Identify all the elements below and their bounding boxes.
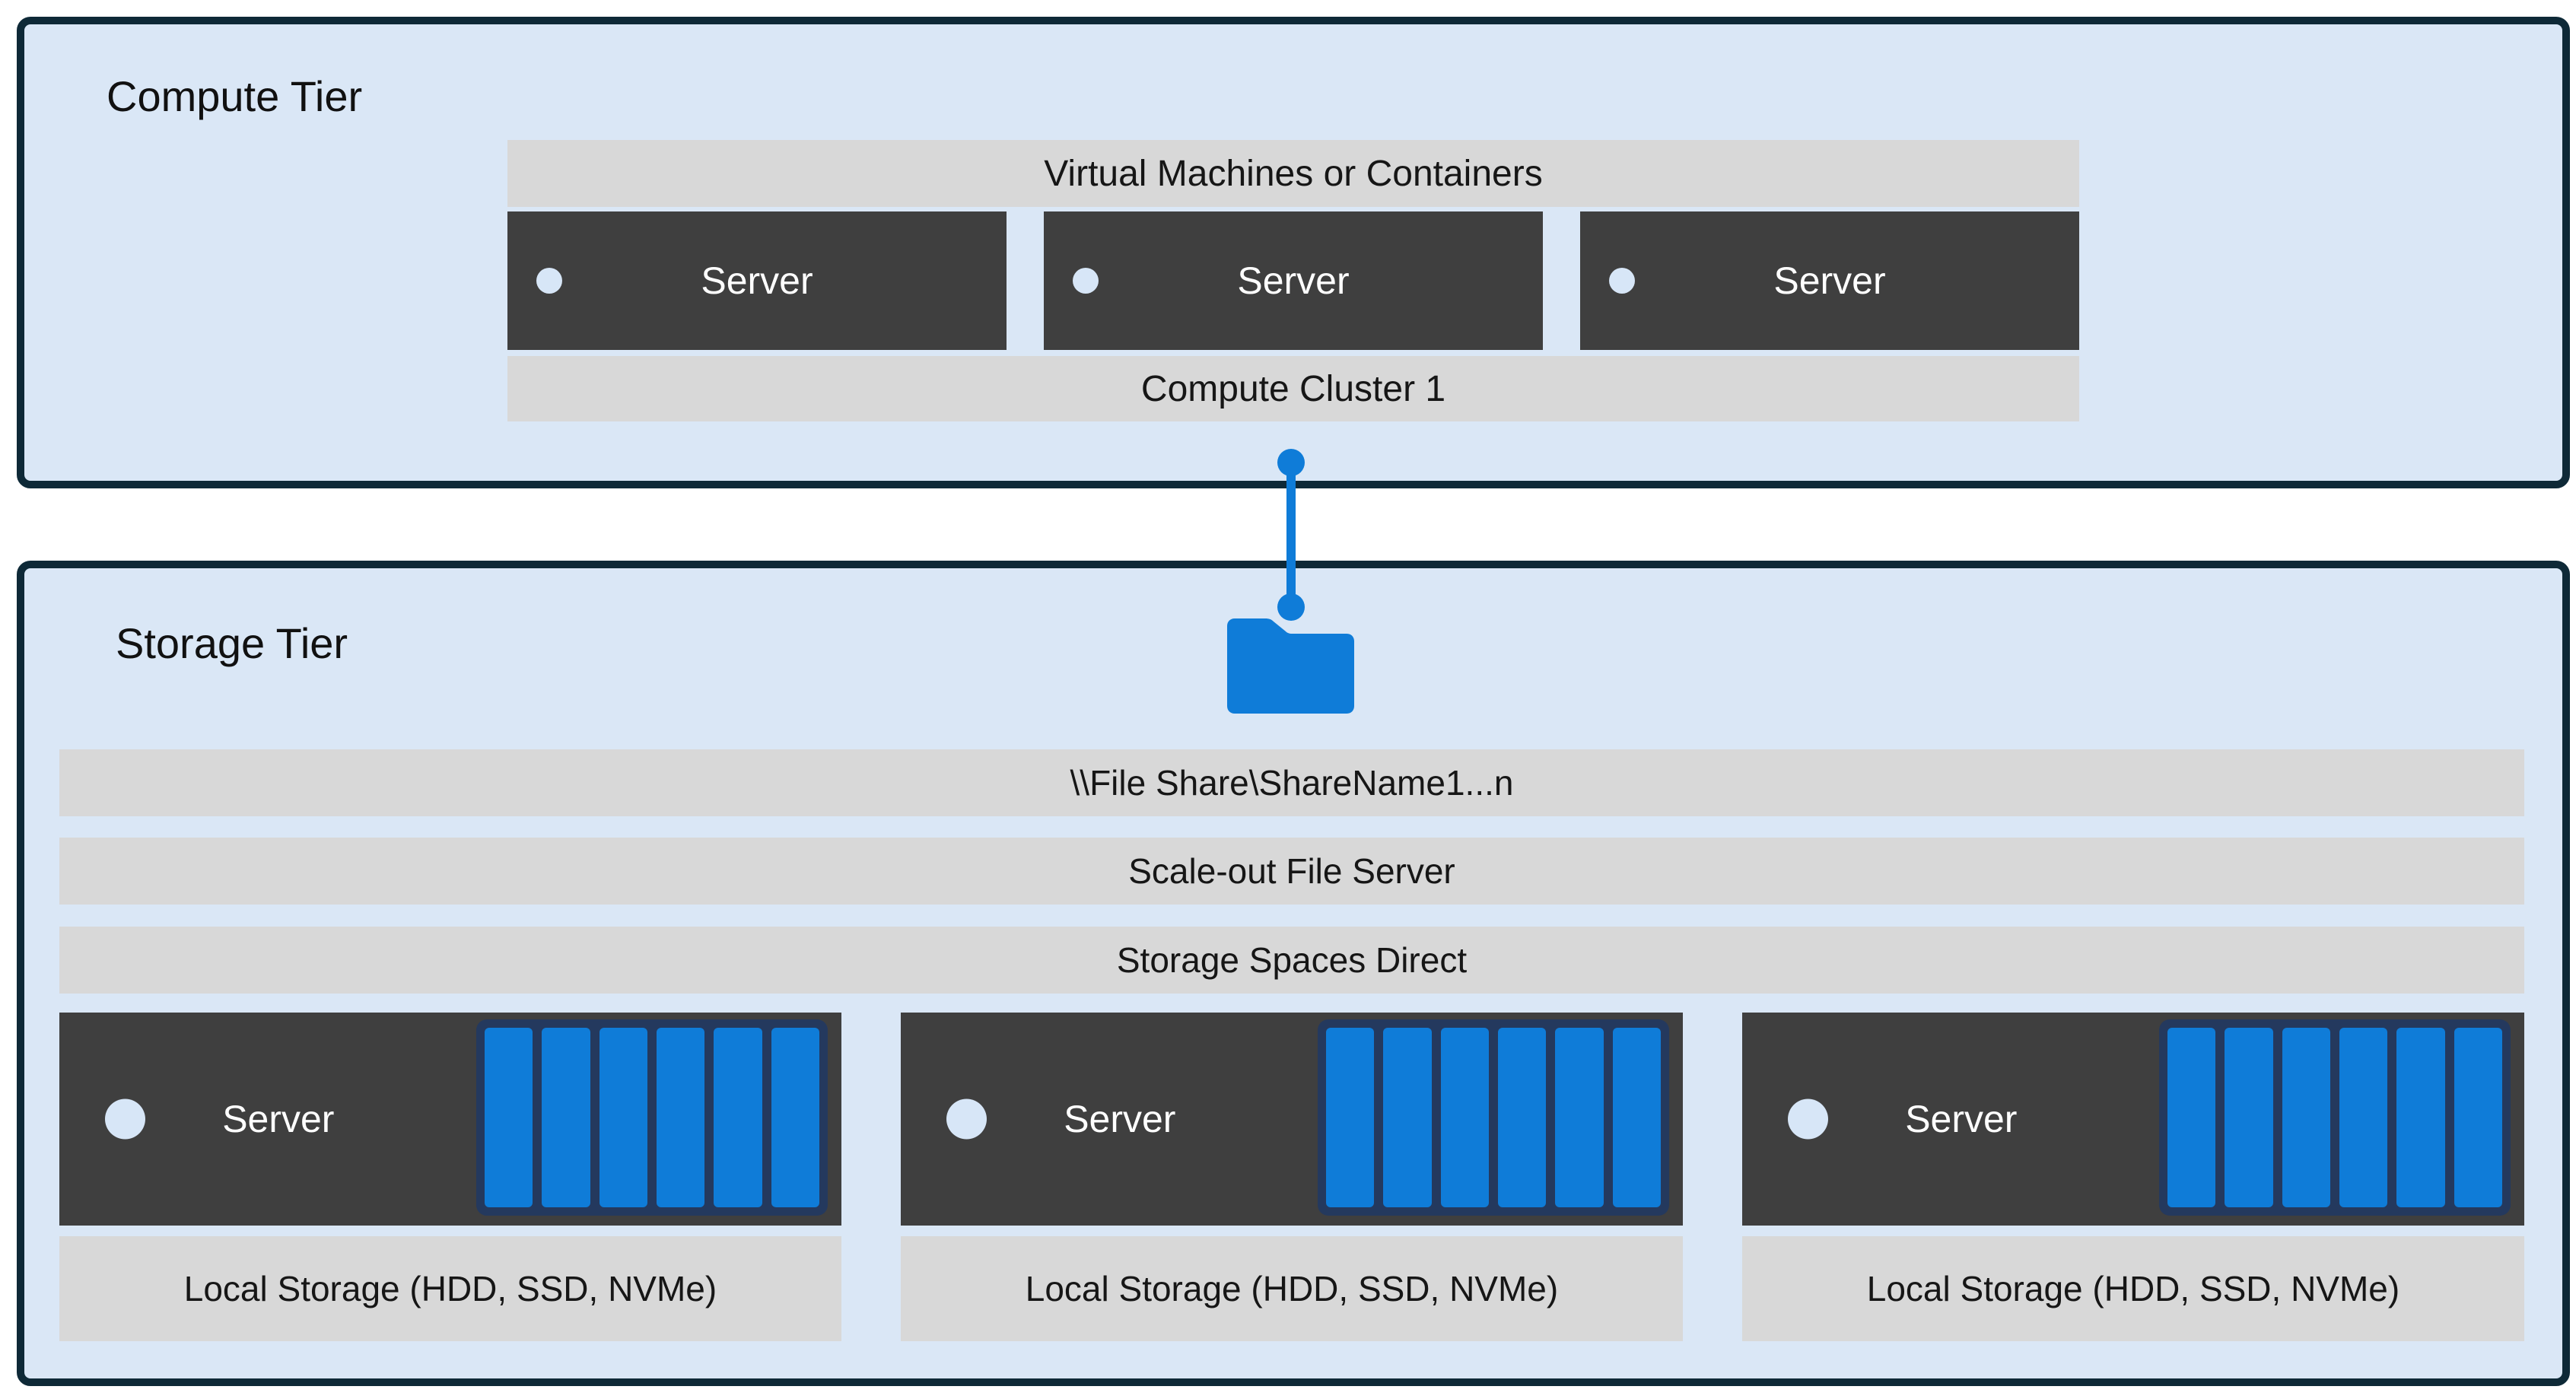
storage-tier-title: Storage Tier xyxy=(116,619,348,667)
disk xyxy=(599,1028,647,1207)
disk xyxy=(2225,1028,2273,1207)
disk xyxy=(1555,1028,1604,1207)
disk xyxy=(656,1028,705,1207)
local-storage-bar-1-label: Local Storage (HDD, SSD, NVMe) xyxy=(183,1269,717,1308)
storage-spaces-direct-bar-label: Storage Spaces Direct xyxy=(1116,940,1468,980)
storage-server-2-label: Server xyxy=(1064,1098,1176,1140)
disk xyxy=(2282,1028,2330,1207)
storage-server-1-label: Server xyxy=(222,1098,335,1140)
local-storage-bar-3-label: Local Storage (HDD, SSD, NVMe) xyxy=(1866,1269,2400,1308)
disk xyxy=(1326,1028,1375,1207)
local-storage-bar-3: Local Storage (HDD, SSD, NVMe) xyxy=(1742,1236,2524,1341)
storage-server-2: Server xyxy=(901,1013,1683,1226)
disk xyxy=(2167,1028,2216,1207)
server-led-dot-icon xyxy=(105,1099,145,1140)
virtual-machines-bar: Virtual Machines or Containers xyxy=(507,140,2079,207)
compute-server-1: Server xyxy=(507,211,1007,350)
file-share-bar: \\File Share\ShareName1...n xyxy=(59,749,2524,816)
storage-server-3-label: Server xyxy=(1905,1098,2018,1140)
disk xyxy=(1612,1028,1661,1207)
disk xyxy=(542,1028,590,1207)
disk xyxy=(1383,1028,1432,1207)
disk xyxy=(2454,1028,2502,1207)
compute-server-row: Server Server Server xyxy=(507,211,2079,350)
server-led-dot-icon xyxy=(1073,268,1099,294)
server-led-dot-icon xyxy=(1609,268,1635,294)
scale-out-file-server-bar-label: Scale-out File Server xyxy=(1128,851,1455,891)
disk xyxy=(1440,1028,1489,1207)
compute-server-3-label: Server xyxy=(1773,259,1886,302)
virtual-machines-bar-label: Virtual Machines or Containers xyxy=(1044,153,1543,194)
disk xyxy=(714,1028,762,1207)
compute-cluster-bar: Compute Cluster 1 xyxy=(507,356,2079,421)
storage-tier-box: Storage Tier \\File Share\ShareName1...n… xyxy=(17,561,2570,1386)
local-storage-bar-1: Local Storage (HDD, SSD, NVMe) xyxy=(59,1236,841,1341)
local-storage-bar-2-label: Local Storage (HDD, SSD, NVMe) xyxy=(1025,1269,1559,1308)
disk xyxy=(1497,1028,1547,1207)
compute-tier-box: Compute Tier Virtual Machines or Contain… xyxy=(17,17,2570,488)
disk xyxy=(485,1028,533,1207)
disk xyxy=(2339,1028,2388,1207)
disk-group xyxy=(2159,1019,2511,1216)
storage-server-1: Server xyxy=(59,1013,841,1226)
server-led-dot-icon xyxy=(536,268,562,294)
compute-server-3: Server xyxy=(1580,211,2079,350)
storage-spaces-direct-bar: Storage Spaces Direct xyxy=(59,927,2524,994)
disk xyxy=(771,1028,819,1207)
storage-server-3: Server xyxy=(1742,1013,2524,1226)
compute-server-2-label: Server xyxy=(1237,259,1350,302)
scale-out-file-server-bar: Scale-out File Server xyxy=(59,838,2524,905)
disk-group xyxy=(1318,1019,1669,1216)
compute-tier-title: Compute Tier xyxy=(107,72,363,120)
compute-server-2: Server xyxy=(1044,211,1543,350)
local-storage-bar-2: Local Storage (HDD, SSD, NVMe) xyxy=(901,1236,1683,1341)
compute-server-1-label: Server xyxy=(701,259,813,302)
server-led-dot-icon xyxy=(1788,1099,1828,1140)
storage-server-row: Server Server Server xyxy=(59,1013,2524,1226)
compute-cluster-bar-label: Compute Cluster 1 xyxy=(1140,368,1446,409)
local-storage-row: Local Storage (HDD, SSD, NVMe) Local Sto… xyxy=(59,1236,2524,1341)
file-share-bar-label: \\File Share\ShareName1...n xyxy=(1070,763,1514,803)
disk-group xyxy=(476,1019,828,1216)
server-led-dot-icon xyxy=(946,1099,987,1140)
disk xyxy=(2396,1028,2445,1207)
